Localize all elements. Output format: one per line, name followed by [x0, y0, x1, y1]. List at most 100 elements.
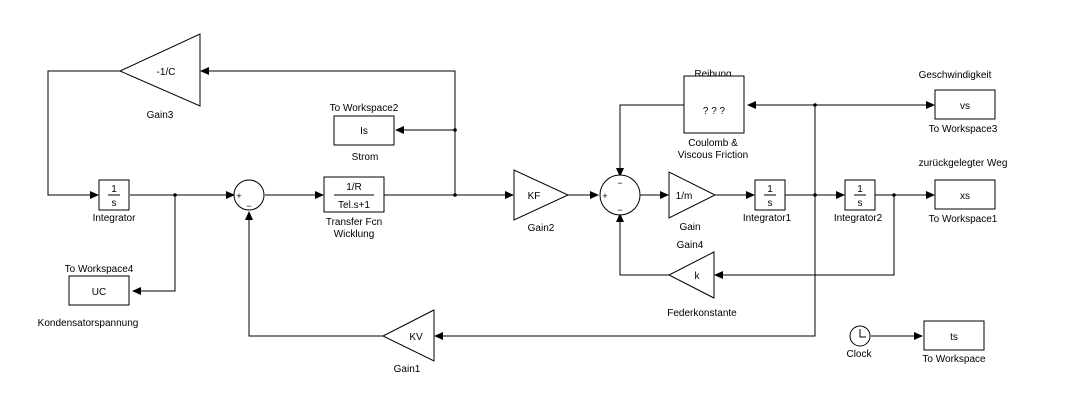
sum1-block[interactable]: + − [233, 179, 265, 211]
gain4-triangle[interactable] [667, 251, 715, 299]
gain3-triangle[interactable] [118, 33, 201, 107]
gain3-label: Gain3 [147, 110, 174, 121]
junction-dot [453, 193, 457, 197]
to-workspace1-box[interactable] [934, 179, 996, 210]
to-workspace3-block[interactable]: Geschwindigkeit vs To Workspace3 [919, 70, 998, 135]
arrow-up-icon [245, 211, 253, 220]
friction-label: Coulomb & [688, 138, 738, 149]
integrator-denominator: s [112, 198, 117, 209]
integrator1-denominator: s [768, 198, 773, 209]
arrow-right-icon [226, 191, 235, 199]
sum1-sign-plus: + [236, 191, 241, 201]
gain4-value: k [695, 271, 701, 282]
arrow-right-icon [926, 101, 935, 109]
friction-title: Reibung [694, 69, 731, 80]
line-position-to-gain4[interactable] [721, 195, 895, 276]
to-workspace1-title: zurückgelegter Weg [919, 158, 1008, 169]
integrator1-numerator: 1 [767, 184, 773, 195]
integrator-box[interactable] [98, 179, 130, 211]
sum1-circle[interactable] [233, 179, 265, 211]
clock-block[interactable]: Clock [846, 325, 872, 360]
line-branch-to-uc[interactable] [139, 195, 176, 292]
sum2-block[interactable]: + − − [599, 174, 641, 216]
gain-value: 1/m [676, 191, 693, 202]
arrow-right-icon [660, 191, 669, 199]
junction-dot [813, 103, 817, 107]
arrow-right-icon [746, 191, 755, 199]
to-workspace4-block[interactable]: To Workspace4 UC Kondensatorspannung [38, 264, 139, 329]
arrow-left-icon [714, 271, 723, 279]
arrow-right-icon [926, 191, 935, 199]
clock-hands-icon [859, 329, 866, 338]
arrow-right-icon [590, 191, 599, 199]
arrow-left-icon [132, 287, 141, 295]
line-branch-to-gain3[interactable] [207, 70, 456, 195]
arrow-up-icon [616, 213, 624, 222]
gain4-block[interactable]: Gain4 k Federkonstante [667, 240, 737, 319]
friction-box[interactable] [683, 75, 745, 134]
friction-label-2: Viscous Friction [678, 150, 748, 161]
to-workspace4-title: To Workspace4 [65, 264, 134, 275]
gain1-block[interactable]: KV Gain1 [381, 309, 435, 375]
integrator2-block[interactable]: 1 s Integrator2 [834, 179, 883, 224]
transfer-fcn-label-2: Wicklung [334, 229, 375, 240]
to-workspace3-box[interactable] [934, 89, 996, 120]
integrator1-label: Integrator1 [743, 213, 792, 224]
gain1-triangle[interactable] [381, 309, 435, 362]
to-workspace4-label: Kondensatorspannung [38, 318, 139, 329]
transfer-fcn-denominator: Tel.s+1 [338, 200, 370, 211]
arrow-right-icon [836, 191, 845, 199]
junction-dot [813, 193, 817, 197]
line-gain4-to-sum2[interactable] [619, 220, 669, 276]
to-workspace4-variable: UC [92, 287, 106, 298]
to-workspace2-box[interactable] [333, 115, 395, 146]
gain-label: Gain [679, 222, 700, 233]
gain2-block[interactable]: KF Gain2 [513, 169, 570, 234]
gain2-triangle[interactable] [513, 169, 570, 221]
arrow-down-icon [616, 168, 624, 177]
gain-triangle[interactable] [668, 171, 717, 219]
integrator-numerator: 1 [111, 184, 117, 195]
arrow-right-icon [914, 332, 923, 340]
junction-dot [892, 193, 896, 197]
junction-dot [173, 193, 177, 197]
arrow-left-icon [434, 332, 443, 340]
clock-label: Clock [846, 349, 872, 360]
arrow-left-icon [200, 67, 209, 75]
integrator2-numerator: 1 [857, 184, 863, 195]
gain1-label: Gain1 [394, 364, 421, 375]
line-friction-to-sum2[interactable] [619, 104, 684, 170]
to-workspace4-box[interactable] [68, 275, 130, 306]
to-workspace3-title: Geschwindigkeit [919, 70, 992, 81]
sum2-circle[interactable] [599, 174, 641, 216]
to-workspace-box[interactable] [923, 320, 985, 351]
to-workspace3-label: To Workspace3 [929, 124, 998, 135]
line-gain3-to-integrator[interactable] [47, 70, 120, 196]
line-velocity-to-gain1[interactable] [441, 195, 816, 337]
to-workspace2-block[interactable]: To Workspace2 Is Strom [330, 103, 399, 163]
arrow-right-icon [315, 191, 324, 199]
gain2-label: Gain2 [528, 223, 555, 234]
integrator1-block[interactable]: 1 s Integrator1 [743, 179, 792, 224]
gain3-block[interactable]: -1/C Gain3 [118, 33, 201, 121]
gain2-value: KF [528, 191, 541, 202]
to-workspace2-variable: Is [360, 126, 368, 137]
gain4-title: Gain4 [677, 240, 704, 251]
gain3-value: -1/C [157, 67, 176, 78]
to-workspace1-label: To Workspace1 [929, 214, 998, 225]
integrator-block[interactable]: 1 s Integrator [93, 179, 136, 224]
to-workspace1-block[interactable]: zurückgelegter Weg xs To Workspace1 [919, 158, 1008, 225]
friction-block[interactable]: Reibung ? ? ? Coulomb & Viscous Friction [678, 69, 748, 161]
to-workspace-block[interactable]: ts To Workspace [922, 320, 986, 365]
to-workspace-label: To Workspace [922, 354, 986, 365]
sum2-sign-minus-bottom: − [617, 205, 622, 215]
gain-block[interactable]: 1/m Gain [668, 171, 717, 233]
line-gain1-to-sum1[interactable] [248, 218, 383, 337]
junction-dot [453, 128, 457, 132]
gain4-label: Federkonstante [667, 308, 737, 319]
to-workspace3-variable: vs [960, 101, 970, 112]
transfer-fcn-block[interactable]: 1/R Tel.s+1 Transfer Fcn Wicklung [323, 176, 385, 240]
sum1-sign-minus: − [246, 201, 251, 211]
to-workspace-variable: ts [950, 332, 958, 343]
